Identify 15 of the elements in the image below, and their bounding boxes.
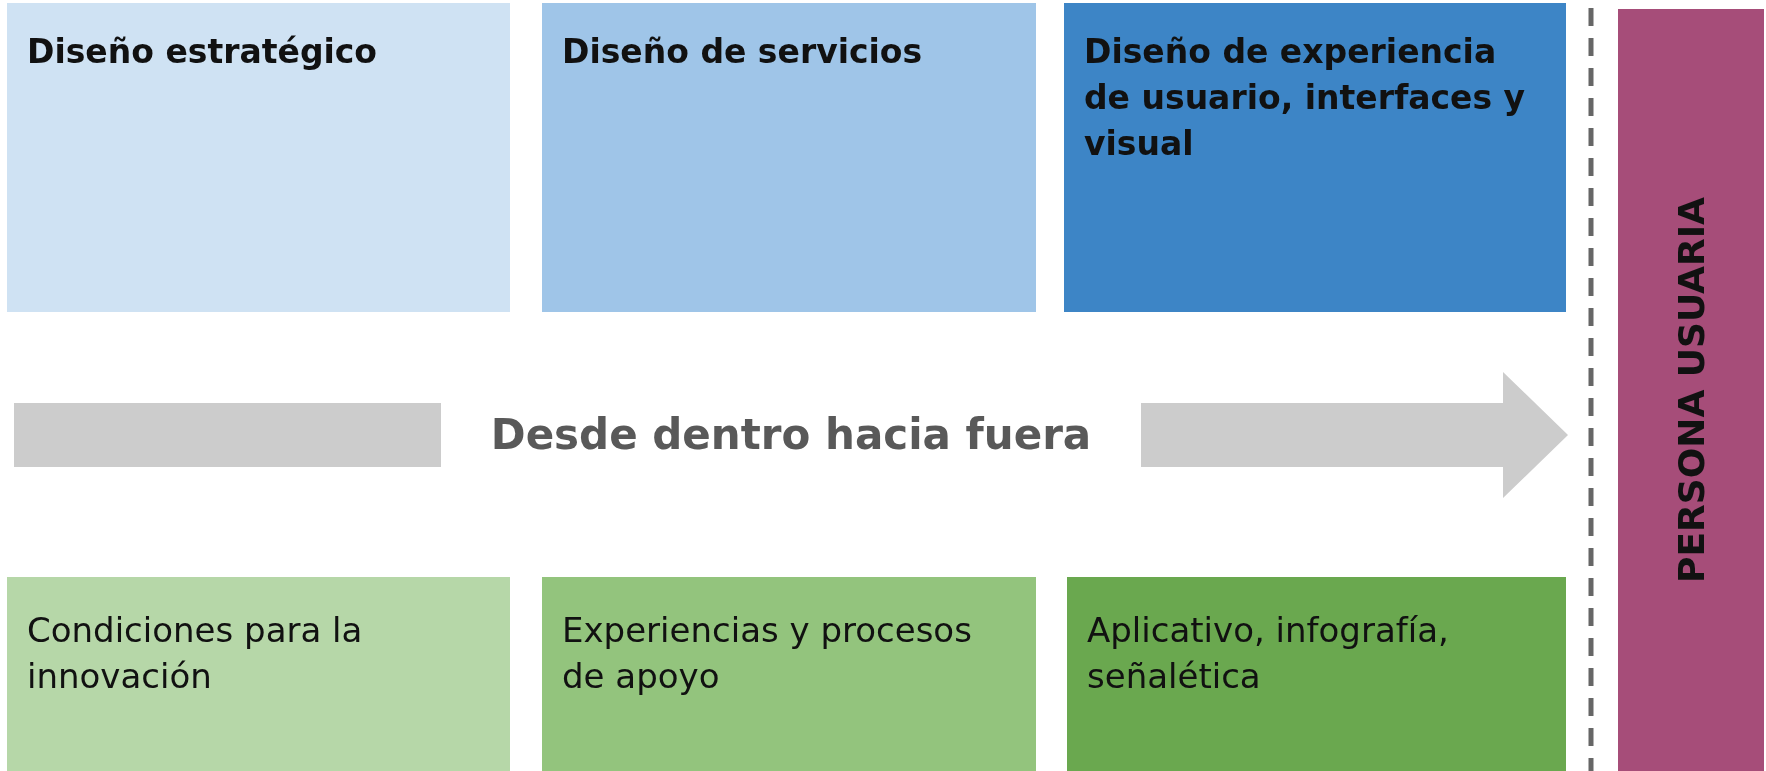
box-heading: Diseño de servicios <box>562 31 924 73</box>
direction-label: Desde dentro hacia fuera <box>489 409 1093 461</box>
user-box <box>1618 9 1764 771</box>
example-box <box>542 577 1036 771</box>
box-text: Aplicativo, infografía, señalética <box>1087 609 1450 698</box>
category-box <box>1064 3 1566 312</box>
category-box <box>7 3 510 312</box>
example-box <box>7 577 510 771</box>
box-text: Experiencias y procesos de apoyo <box>562 609 973 698</box>
box-heading: Diseño estratégico <box>27 31 379 73</box>
box-heading: Diseño de experiencia de usuario, interfaces y visual <box>1084 31 1527 165</box>
category-box <box>542 3 1036 312</box>
box-text: Condiciones para la innovación <box>27 609 364 698</box>
example-box <box>1067 577 1566 771</box>
vertical-label: PERSONA USUARIA <box>1670 197 1712 583</box>
